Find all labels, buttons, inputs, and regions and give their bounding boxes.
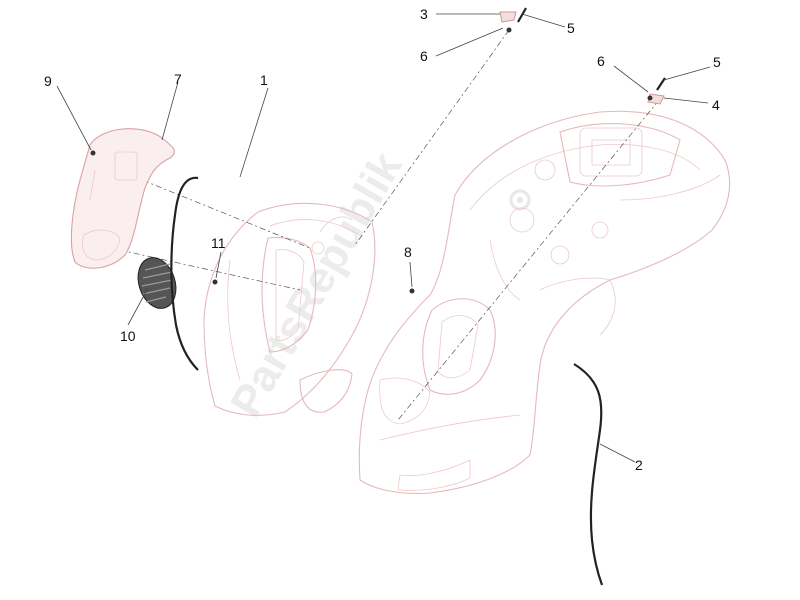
callout-4: 4 <box>712 97 720 113</box>
part-1-edge-trim <box>170 176 199 371</box>
callout-10: 10 <box>120 328 136 344</box>
fasteners <box>90 7 666 294</box>
callout-11: 11 <box>211 235 226 251</box>
callout-8: 8 <box>404 244 412 260</box>
callout-labels: 1 2 3 4 5 5 6 6 7 8 9 10 11 <box>44 6 721 473</box>
callout-9: 9 <box>44 73 52 89</box>
part-2-edge-trim <box>573 363 604 586</box>
callout-7: 7 <box>174 71 182 87</box>
watermark: PartsRepublik <box>221 144 412 425</box>
callout-3: 3 <box>420 6 428 22</box>
watermark-gear-icon <box>509 189 531 211</box>
callout-5b: 5 <box>713 54 721 70</box>
part-10-grille <box>137 257 177 309</box>
callout-5a: 5 <box>567 20 575 36</box>
part-7-inner-cover <box>70 128 175 269</box>
scooter-frame <box>358 110 731 494</box>
leader-lines <box>56 13 711 463</box>
callout-6a: 6 <box>420 48 428 64</box>
front-shield <box>203 202 376 416</box>
callout-6b: 6 <box>597 53 605 69</box>
callout-2: 2 <box>635 457 643 473</box>
callout-1: 1 <box>260 72 268 88</box>
